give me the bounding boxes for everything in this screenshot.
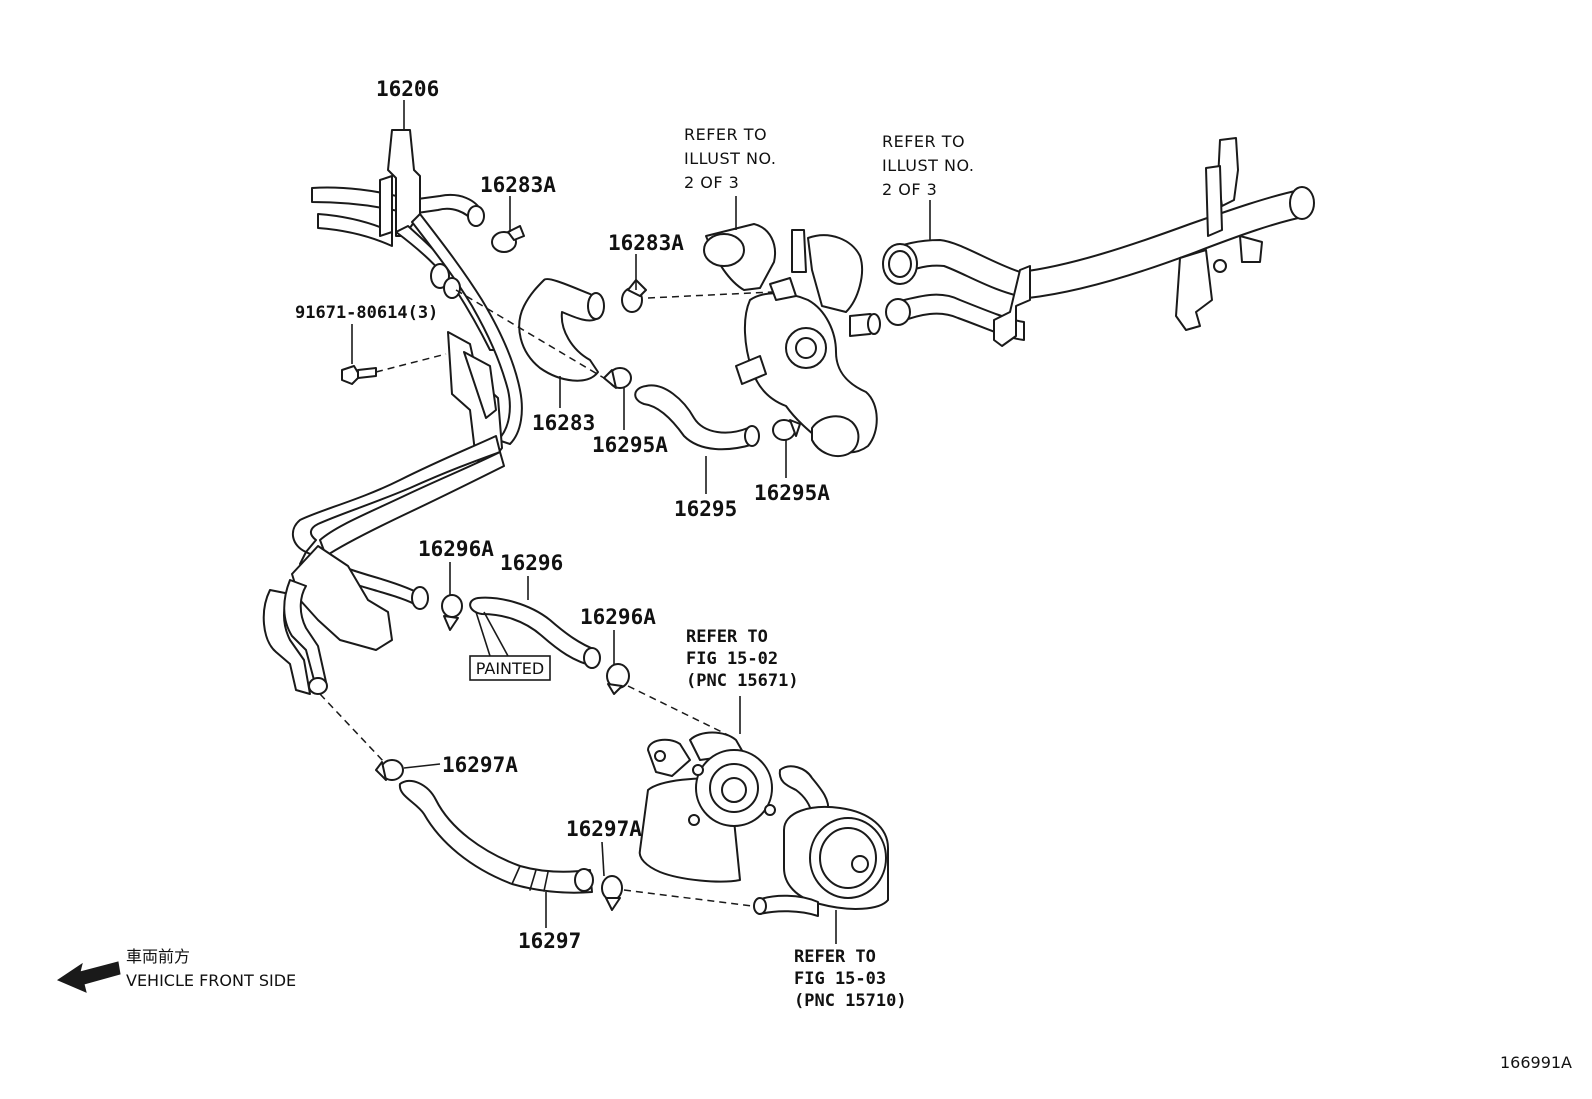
svg-text:(PNC 15710): (PNC 15710)	[794, 991, 907, 1011]
bolt-91671-80614	[341, 365, 377, 385]
oil-cooler-assembly	[638, 731, 889, 917]
label-16283A-top: 16283A	[480, 173, 556, 197]
label-16296: 16296	[500, 551, 563, 575]
label-16297A-top: 16297A	[442, 753, 518, 777]
clamp-16283A-mid	[621, 279, 647, 313]
hose-16295	[634, 384, 760, 451]
clamp-16295A-left	[603, 367, 632, 389]
water-pipe-assembly-16206	[262, 129, 523, 695]
direction-japanese: 車両前方	[126, 947, 190, 966]
label-16295: 16295	[674, 497, 737, 521]
label-16283A-mid: 16283A	[608, 231, 684, 255]
hose-16296	[469, 596, 601, 669]
clamp-16297A-bottom	[601, 875, 623, 911]
water-outlet-housing	[703, 223, 881, 458]
clamp-16296A-right	[606, 663, 630, 695]
svg-text:ILLUST NO.: ILLUST NO.	[684, 149, 776, 168]
painted-tag: PAINTED	[476, 659, 544, 678]
direction-english: VEHICLE FRONT SIDE	[126, 971, 296, 990]
hose-16297	[398, 779, 594, 894]
water-bypass-pipe	[882, 137, 1315, 347]
arrow-left-icon	[56, 961, 121, 993]
note-refer-illust-right: REFER TO ILLUST NO. 2 OF 3	[882, 132, 974, 199]
illustration-id: 166991A	[1500, 1053, 1572, 1072]
svg-text:REFER TO: REFER TO	[882, 132, 965, 151]
clamp-16295A-right	[772, 419, 801, 441]
note-refer-fig-15-02: REFER TO FIG 15-02 (PNC 15671)	[686, 627, 799, 691]
clamp-16297A-top	[375, 759, 404, 781]
svg-text:FIG 15-03: FIG 15-03	[794, 969, 886, 989]
label-16297A-bottom: 16297A	[566, 817, 642, 841]
painted-tag-box	[469, 655, 551, 681]
hose-16283	[518, 278, 605, 382]
label-16295A-right: 16295A	[754, 481, 830, 505]
svg-text:(PNC 15671): (PNC 15671)	[686, 671, 799, 691]
svg-text:FIG 15-02: FIG 15-02	[686, 649, 778, 669]
leader-lines	[351, 100, 931, 944]
label-16283: 16283	[532, 411, 595, 435]
clamp-16283A-top	[491, 225, 525, 253]
svg-text:2 OF 3: 2 OF 3	[684, 173, 739, 192]
label-16296A-right: 16296A	[580, 605, 656, 629]
note-refer-illust-left: REFER TO ILLUST NO. 2 OF 3	[684, 125, 776, 192]
note-refer-fig-15-03: REFER TO FIG 15-03 (PNC 15710)	[794, 947, 907, 1011]
label-16297: 16297	[518, 929, 581, 953]
label-16296A-left: 16296A	[418, 537, 494, 561]
assembly-lines	[319, 289, 773, 907]
svg-text:2 OF 3: 2 OF 3	[882, 180, 937, 199]
direction-indicator: 車両前方 VEHICLE FRONT SIDE	[56, 947, 296, 993]
svg-text:ILLUST NO.: ILLUST NO.	[882, 156, 974, 175]
svg-text:REFER TO: REFER TO	[794, 947, 876, 967]
label-bolt-91671: 91671-80614(3)	[295, 303, 438, 323]
label-16206: 16206	[376, 77, 439, 101]
clamp-16296A-left	[441, 594, 463, 631]
svg-text:REFER TO: REFER TO	[686, 627, 768, 647]
svg-text:REFER TO: REFER TO	[684, 125, 767, 144]
label-16295A-left: 16295A	[592, 433, 668, 457]
